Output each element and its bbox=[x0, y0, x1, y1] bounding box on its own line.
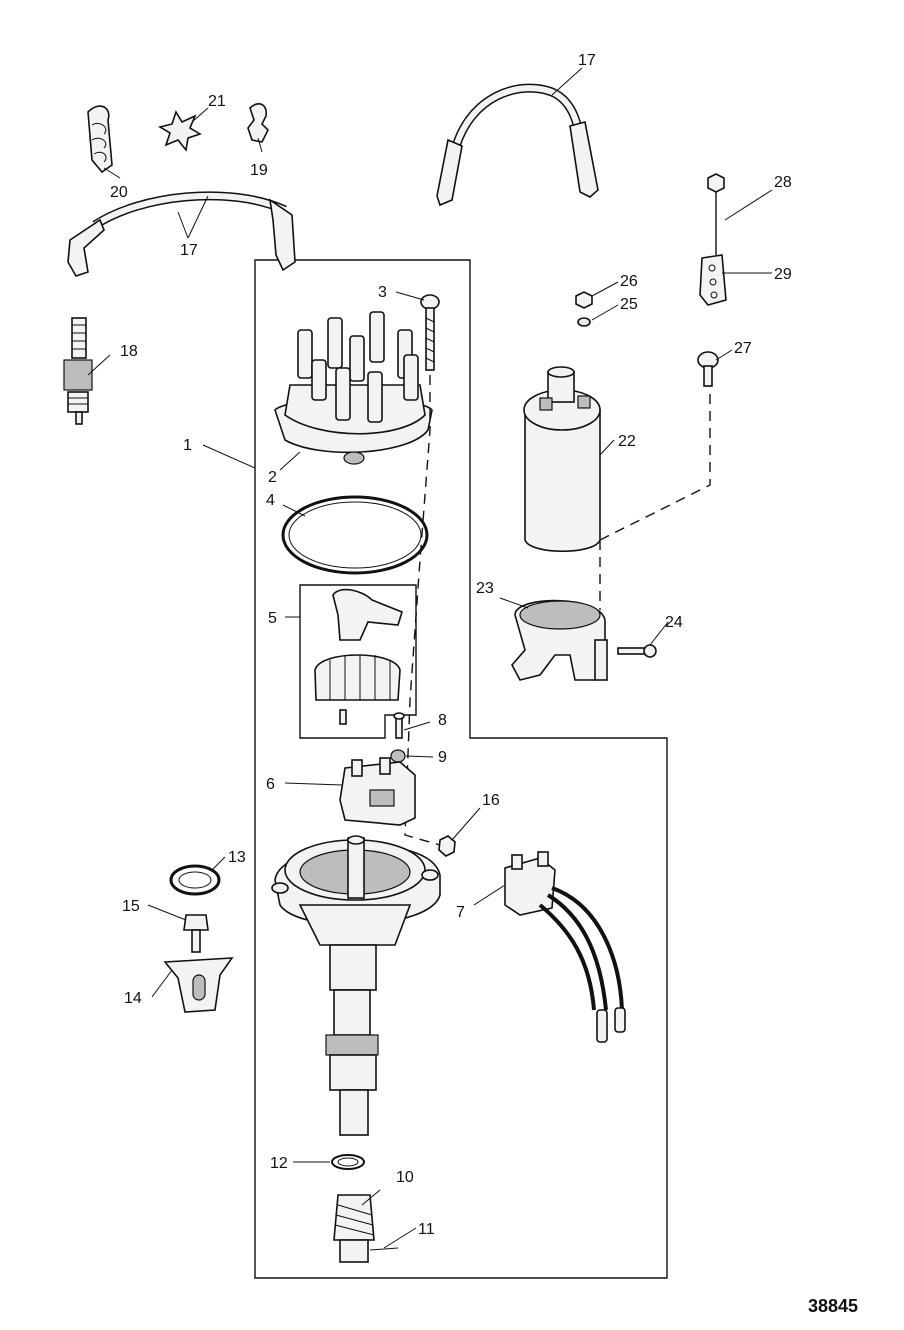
callout-3: 3 bbox=[378, 284, 387, 301]
drive-gear bbox=[333, 1194, 375, 1263]
callout-14: 14 bbox=[124, 990, 142, 1007]
rotor-kit bbox=[299, 584, 417, 739]
callout-17-top: 17 bbox=[578, 52, 596, 69]
callout-18: 18 bbox=[120, 343, 138, 360]
ignition-coil bbox=[523, 366, 601, 553]
bracket-screw bbox=[617, 644, 657, 658]
callout-26: 26 bbox=[620, 273, 638, 290]
callout-11: 11 bbox=[418, 1221, 435, 1238]
spark-plug-wire-left bbox=[67, 191, 296, 277]
callout-29: 29 bbox=[774, 266, 792, 283]
distributor-housing bbox=[271, 835, 441, 1136]
housing-gasket bbox=[169, 864, 221, 896]
callout-2: 2 bbox=[268, 469, 277, 486]
callout-6: 6 bbox=[266, 776, 275, 793]
coil-nut bbox=[575, 291, 593, 309]
coil-washer bbox=[577, 317, 591, 327]
callout-21: 21 bbox=[208, 93, 226, 110]
leader-lines bbox=[87, 67, 773, 1249]
ground-bracket bbox=[699, 254, 727, 306]
callout-25: 25 bbox=[620, 296, 638, 313]
alignment-line-cap bbox=[404, 375, 441, 846]
wiring-harness bbox=[504, 851, 626, 1043]
bracket-bolt bbox=[697, 351, 719, 387]
spark-plug-wire-arch bbox=[436, 83, 599, 207]
callout-17-left: 17 bbox=[180, 242, 198, 259]
callout-20: 20 bbox=[110, 184, 128, 201]
callout-24: 24 bbox=[665, 614, 683, 631]
cap-gasket bbox=[281, 495, 429, 575]
figure-number: 38845 bbox=[808, 1296, 858, 1316]
ignition-module bbox=[339, 757, 416, 826]
roll-pin bbox=[369, 1247, 399, 1251]
lockwasher bbox=[390, 749, 406, 763]
module-screw bbox=[393, 712, 405, 739]
callout-labels: 1 2 3 4 5 6 7 8 9 10 11 12 13 14 15 16 1… bbox=[110, 52, 792, 1238]
callout-15: 15 bbox=[122, 898, 140, 915]
wire-retainer-star bbox=[157, 110, 202, 152]
callout-27: 27 bbox=[734, 340, 752, 357]
callout-28: 28 bbox=[774, 174, 792, 191]
assembly-outline bbox=[254, 259, 668, 1279]
callout-1: 1 bbox=[183, 437, 192, 454]
callout-12: 12 bbox=[270, 1155, 288, 1172]
shaft-washer bbox=[331, 1154, 365, 1170]
callout-10: 10 bbox=[396, 1169, 414, 1186]
callout-4: 4 bbox=[266, 492, 275, 509]
callout-9: 9 bbox=[438, 749, 447, 766]
hold-down-clamp bbox=[163, 957, 234, 1013]
clamp-bolt bbox=[183, 914, 209, 953]
cap-screw bbox=[420, 294, 440, 371]
wire-clip bbox=[247, 103, 269, 143]
callout-13: 13 bbox=[228, 849, 246, 866]
wire-separator-clip bbox=[87, 105, 113, 174]
alignment-line-coil bbox=[599, 385, 711, 610]
callout-7: 7 bbox=[456, 904, 465, 921]
coil-bracket bbox=[511, 599, 608, 681]
callout-8: 8 bbox=[438, 712, 447, 729]
callout-19: 19 bbox=[250, 162, 268, 179]
spark-plug bbox=[63, 317, 93, 425]
callout-23: 23 bbox=[476, 580, 494, 597]
hex-nut bbox=[438, 835, 456, 857]
callout-5: 5 bbox=[268, 610, 277, 627]
distributor-cap bbox=[274, 311, 433, 465]
callout-22: 22 bbox=[618, 433, 636, 450]
callout-16: 16 bbox=[482, 792, 500, 809]
ground-stud bbox=[707, 173, 725, 255]
